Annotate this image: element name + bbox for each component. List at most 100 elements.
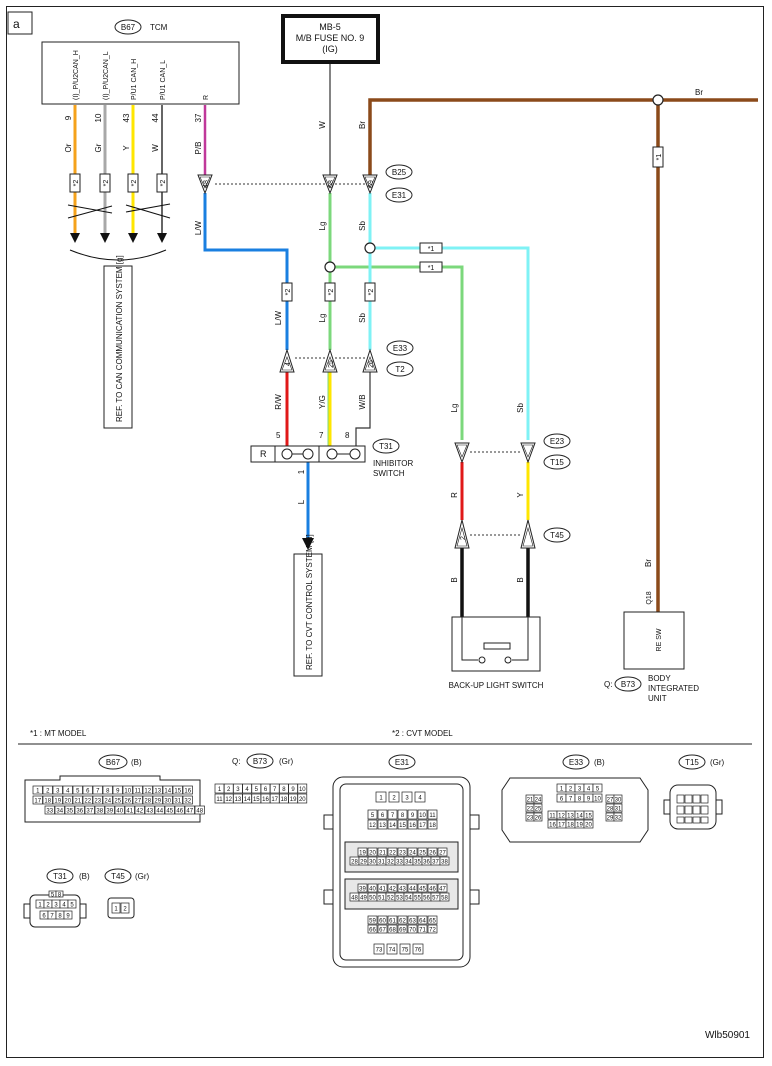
pin-label: 63 [409, 918, 416, 924]
pin-label: 20 [299, 797, 306, 803]
pin-label: 16 [549, 822, 556, 828]
figure-id: Wlb50901 [705, 1030, 750, 1041]
panel-label: a [13, 17, 20, 31]
pin-label: 19 [576, 822, 583, 828]
pin-label: 2 [123, 906, 127, 912]
pin-label: 5 [51, 892, 55, 898]
svg-text:Lg: Lg [318, 222, 327, 231]
pin-label: 18 [429, 823, 436, 829]
pin-label: 2 [392, 795, 396, 801]
pin-cell [72, 785, 83, 795]
pin-label: 73 [376, 947, 383, 953]
pin-label: 65 [429, 918, 436, 924]
pin-label: 18 [567, 822, 574, 828]
panel-label-box [7, 11, 33, 35]
pin-label: 9 [411, 813, 415, 819]
pin-cell [375, 791, 387, 803]
pin-cell [194, 805, 205, 815]
pin-cell [397, 915, 408, 925]
pin-label: 4 [66, 788, 70, 794]
pin-cell [184, 805, 195, 815]
pin-label: 19 [359, 850, 366, 856]
pin-label: 4 [245, 787, 249, 793]
pin-label: 60 [379, 918, 386, 924]
pin-label: 4 [587, 786, 591, 792]
pin-cell [162, 795, 173, 805]
pin-cell [692, 794, 701, 804]
pin-label: 16 [409, 823, 416, 829]
pin-cell [613, 803, 623, 813]
svg-text:RE SW: RE SW [656, 628, 663, 651]
pin-cell [32, 795, 43, 805]
pin-cell [182, 785, 193, 795]
fuse-line1: MB-5 [319, 22, 341, 32]
svg-text:*2: *2 [328, 289, 335, 296]
pin-label: 11 [216, 797, 223, 803]
pin-label: 22 [389, 850, 396, 856]
pin-cell [592, 783, 603, 793]
pin-label: 2 [46, 788, 50, 794]
mark-group-tcm: *2 *2 *2 *2 [69, 173, 168, 193]
pin-cell [55, 890, 64, 898]
pin-label: 26 [535, 815, 542, 821]
pin-cell [357, 847, 368, 857]
pin-label: 22 [84, 798, 91, 804]
pin-label: 17 [271, 797, 278, 803]
pin-label: 4 [62, 902, 66, 908]
svg-text:R/W: R/W [274, 394, 283, 410]
pin-cell [427, 809, 438, 820]
pin-cell [42, 795, 53, 805]
pin-label: 11 [549, 813, 556, 819]
pin-cell [72, 795, 83, 805]
pin-label: 51 [378, 895, 385, 901]
pin-label: 19 [54, 798, 61, 804]
svg-text:Y/G: Y/G [318, 395, 327, 409]
pin-cell [397, 809, 408, 820]
pin-label: 30 [369, 859, 376, 865]
pin-label: 6 [86, 788, 90, 794]
pin-label: 1 [560, 786, 564, 792]
pin-label: 14 [389, 823, 396, 829]
tcm-name: TCM [150, 23, 168, 32]
pin-label: 26 [124, 798, 131, 804]
pin-cell [437, 847, 448, 857]
pin-label: 62 [399, 918, 406, 924]
pin-label: 27 [439, 850, 446, 856]
pin-label: 42 [389, 886, 396, 892]
svg-text:2: 2 [460, 536, 467, 540]
pin-cell [63, 910, 73, 920]
pin-cell [676, 805, 685, 815]
tcm-box [41, 41, 240, 105]
pin-label: 6 [264, 787, 268, 793]
svg-text:8: 8 [345, 431, 350, 440]
pin-label: 1 [218, 787, 222, 793]
pin-cell [297, 783, 308, 794]
pin-label: 35 [66, 808, 73, 814]
pin-label: 10 [594, 796, 601, 802]
pin-cell [388, 791, 400, 803]
label-e31: E31 [392, 191, 407, 200]
pin-cell [54, 805, 65, 815]
pin-cell [64, 805, 75, 815]
pin-cell [387, 924, 398, 934]
pin-label: 7 [273, 787, 277, 793]
pin-label: 7 [96, 788, 100, 794]
pin-label: 15 [585, 813, 592, 819]
pin-label: 31 [615, 806, 622, 812]
pin-label: 56 [423, 895, 430, 901]
svg-text:L/W: L/W [274, 310, 283, 325]
pin-cell [377, 847, 388, 857]
pin-label: 14 [244, 797, 251, 803]
pin-cell [407, 883, 418, 893]
svg-text:(Gr): (Gr) [135, 872, 150, 881]
pin-cell [387, 883, 398, 893]
pin-label: 17 [419, 823, 426, 829]
pin-cell [94, 805, 105, 815]
pin-cell [52, 785, 63, 795]
pin-label: 72 [429, 927, 436, 933]
pin-cell [692, 805, 701, 815]
fuse-line3: (IG) [322, 44, 338, 54]
pin-cell [142, 785, 153, 795]
pin-cell [84, 805, 95, 815]
